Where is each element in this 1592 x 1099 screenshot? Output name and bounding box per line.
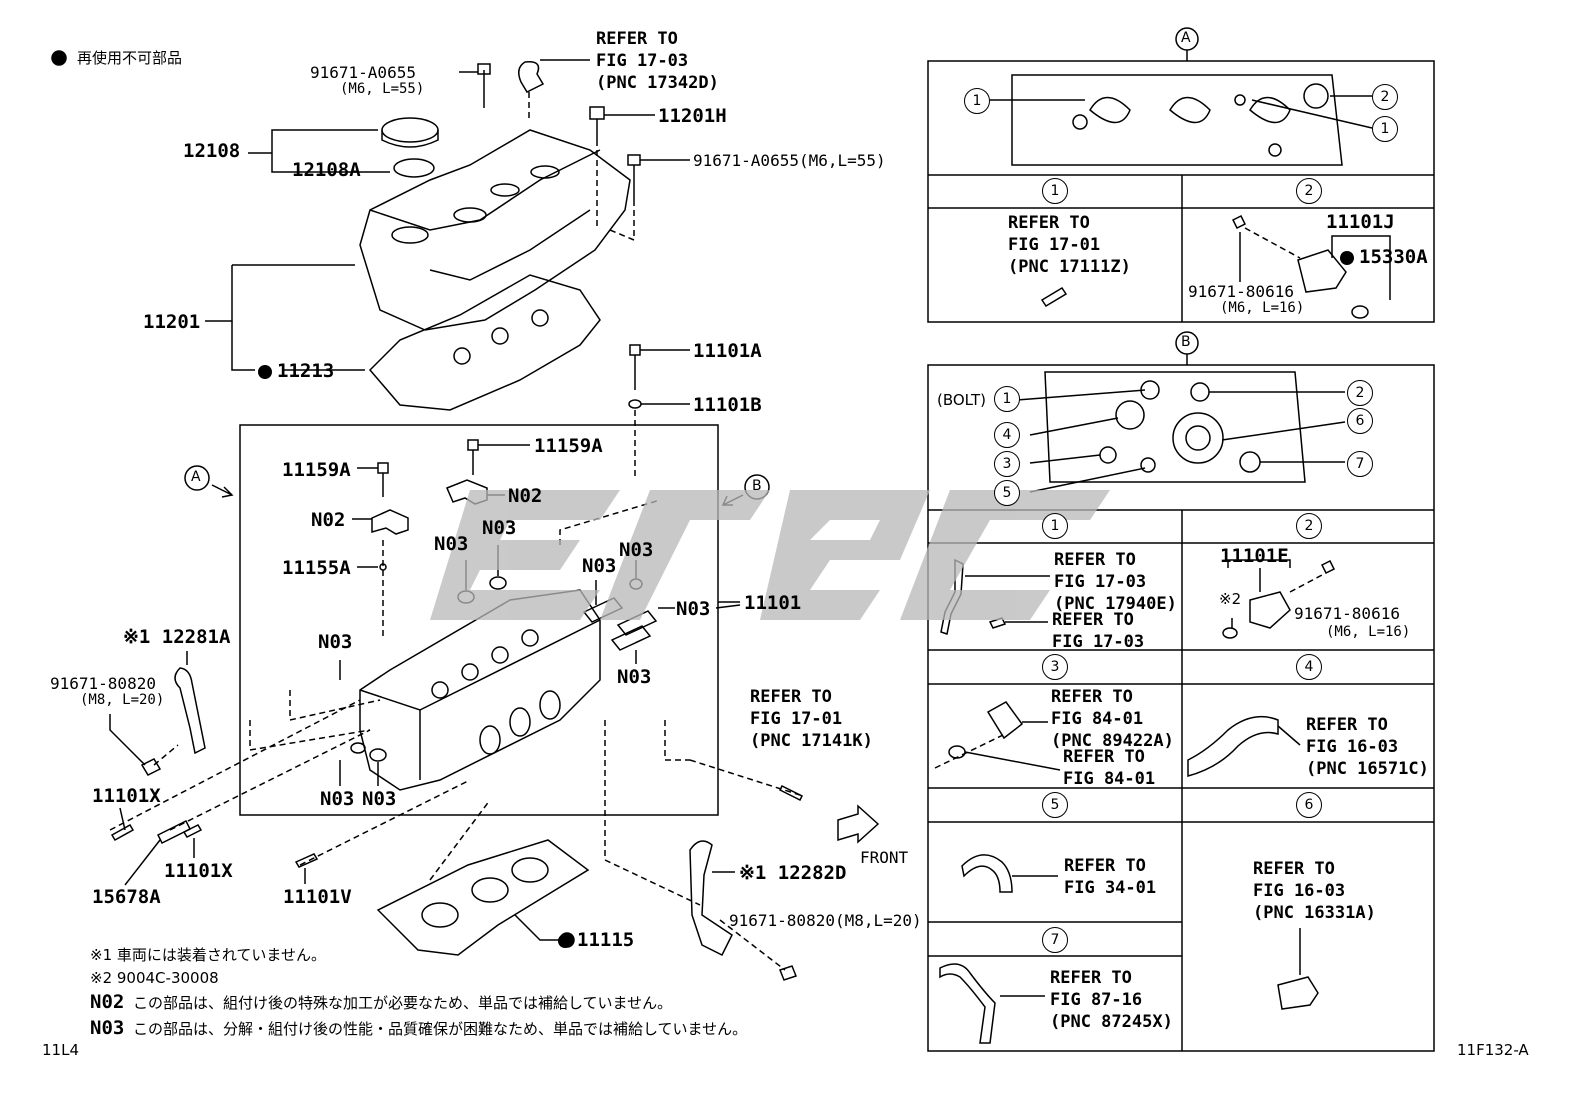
panel-b-bolt-80616: 91671-80616	[1294, 604, 1400, 623]
front-label: FRONT	[860, 848, 909, 867]
watermark-logo	[430, 490, 1110, 620]
part-11155a: 11155A	[282, 557, 351, 579]
panel-b-refer-16-03-thermo: REFER TO FIG 16-03 (PNC 16331A)	[1253, 859, 1376, 923]
part-n03-tube-c: N03	[676, 598, 711, 620]
part-12108a: 12108A	[292, 159, 361, 181]
panel-b-header-5: 5	[1042, 792, 1068, 818]
panel-b-refer-87-16: REFER TO FIG 87-16 (PNC 87245X)	[1050, 968, 1173, 1032]
panel-b-refer-16-03-hose: REFER TO FIG 16-03 (PNC 16571C)	[1306, 715, 1429, 779]
part-15678a: 15678A	[92, 886, 161, 908]
panel-b-callout-1: 1	[994, 386, 1020, 412]
panel-a-callout-2: 2	[1372, 84, 1398, 110]
part-n03-tube-d: N03	[617, 666, 652, 688]
panel-a-header-1: 1	[1042, 178, 1068, 204]
note-star2: ※2 9004C-30008	[90, 969, 219, 987]
bolt-label-a0655-2: 91671-A0655(M6,L=55)	[693, 151, 886, 170]
part-11101v: 11101V	[283, 886, 352, 908]
callout-b-left: B	[752, 478, 762, 494]
panel-b-part-11101e: 11101E	[1220, 545, 1289, 567]
part-11101x-b: 11101X	[164, 860, 233, 882]
note-n02-text: この部品は、組付け後の特殊な加工が必要なため、単品では補給していません。	[133, 994, 673, 1012]
part-11101: 11101	[744, 592, 802, 614]
part-11213: 11213	[258, 362, 334, 381]
note-n02-code: N02	[90, 991, 125, 1013]
part-n02-lower: N02	[311, 509, 346, 531]
panel-a-part-15330a: 15330A	[1340, 248, 1428, 267]
panel-a-bolt-80616: 91671-80616	[1188, 282, 1294, 301]
panel-b-callout-6: 6	[1347, 408, 1373, 434]
panel-b-title: B	[1181, 334, 1191, 350]
nonreusable-dot	[1340, 250, 1354, 265]
panel-b-refer-34-01: REFER TO FIG 34-01	[1064, 856, 1157, 898]
panel-a-header-2: 2	[1296, 178, 1322, 204]
part-n03-seal-a: N03	[482, 517, 517, 539]
part-11159a-upper: 11159A	[534, 435, 603, 457]
part-n03-seal-b: N03	[434, 533, 469, 555]
footer-left-code: 11L4	[42, 1041, 79, 1059]
part-12108: 12108	[183, 140, 241, 162]
panel-b-callout-5: 5	[994, 480, 1020, 506]
panel-b-bolt-spec: (M6, L=16)	[1326, 624, 1411, 640]
part-12281a: ※1 12281A	[123, 626, 231, 648]
bolt-label-a0655: 91671-A0655	[310, 63, 416, 82]
panel-b-callout-7: 7	[1347, 451, 1373, 477]
panel-a-callout-1-right: 1	[1372, 116, 1398, 142]
bolt-spec-80820: (M8, L=20)	[80, 692, 165, 708]
bolt-label-80820: 91671-80820	[50, 674, 156, 693]
part-11201: 11201	[143, 311, 201, 333]
part-11101x-a: 11101X	[92, 785, 161, 807]
refer-fig-17-01: REFER TO FIG 17-01 (PNC 17141K)	[750, 687, 873, 751]
panel-b-bolt-label: (BOLT)	[937, 391, 986, 409]
part-11101a: 11101A	[693, 340, 762, 362]
panel-b-header-2: 2	[1296, 513, 1322, 539]
nonreusable-dot	[258, 364, 272, 379]
panel-a-part-11101j: 11101J	[1326, 211, 1395, 233]
callout-a-left: A	[191, 469, 201, 485]
panel-b-callout-3: 3	[994, 451, 1020, 477]
footer-right-code: 11F132-A	[1457, 1041, 1529, 1059]
nonreusable-dot	[558, 933, 572, 948]
panel-b-callout-4: 4	[994, 422, 1020, 448]
refer-fig-17-03-pcv: REFER TO FIG 17-03 (PNC 17342D)	[596, 29, 719, 93]
legend-nonreusable: 再使用不可部品	[77, 49, 183, 67]
panel-b-callout-2: 2	[1347, 380, 1373, 406]
panel-b-refer-84-01-a: REFER TO FIG 84-01 (PNC 89422A)	[1051, 687, 1174, 751]
part-11101b: 11101B	[693, 394, 762, 416]
part-n02-upper: N02	[508, 485, 543, 507]
panel-a-title: A	[1181, 30, 1191, 46]
panel-a-refer-17-01: REFER TO FIG 17-01 (PNC 17111Z)	[1008, 213, 1131, 277]
note-n03-code: N03	[90, 1017, 125, 1039]
bolt-spec-a0655: (M6, L=55)	[340, 81, 425, 97]
panel-a-callout-1-left: 1	[964, 88, 990, 114]
part-n03-pin: N03	[318, 631, 353, 653]
panel-a-bolt-spec: (M6, L=16)	[1220, 300, 1305, 316]
panel-b-header-7: 7	[1042, 927, 1068, 953]
panel-b-header-6: 6	[1296, 792, 1322, 818]
part-11115: 11115	[558, 931, 634, 950]
part-12282d: ※1 12282D	[739, 862, 847, 884]
panel-b-star2: ※2	[1219, 590, 1242, 608]
panel-b-refer-17-03-a: REFER TO FIG 17-03 (PNC 17940E)	[1054, 550, 1177, 614]
panel-b-refer-17-03-b: REFER TO FIG 17-03	[1052, 610, 1145, 652]
part-n03-tube-a: N03	[619, 539, 654, 561]
part-11201h: 11201H	[658, 105, 727, 127]
note-n03-text: この部品は、分解・組付け後の性能・品質確保が困難なため、単品では補給していません…	[133, 1020, 748, 1038]
panel-b-header-4: 4	[1296, 654, 1322, 680]
panel-b-header-3: 3	[1042, 654, 1068, 680]
part-n03-tube-b: N03	[582, 555, 617, 577]
bolt-label-80820-2: 91671-80820(M8,L=20)	[729, 911, 922, 930]
part-n03-plug-a: N03	[320, 788, 355, 810]
panel-b-header-1: 1	[1042, 513, 1068, 539]
panel-b-refer-84-01-b: REFER TO FIG 84-01	[1063, 747, 1156, 789]
part-11159a-lower: 11159A	[282, 459, 351, 481]
note-star1: ※1 車両には装着されていません。	[90, 946, 326, 964]
part-n03-plug-b: N03	[362, 788, 397, 810]
